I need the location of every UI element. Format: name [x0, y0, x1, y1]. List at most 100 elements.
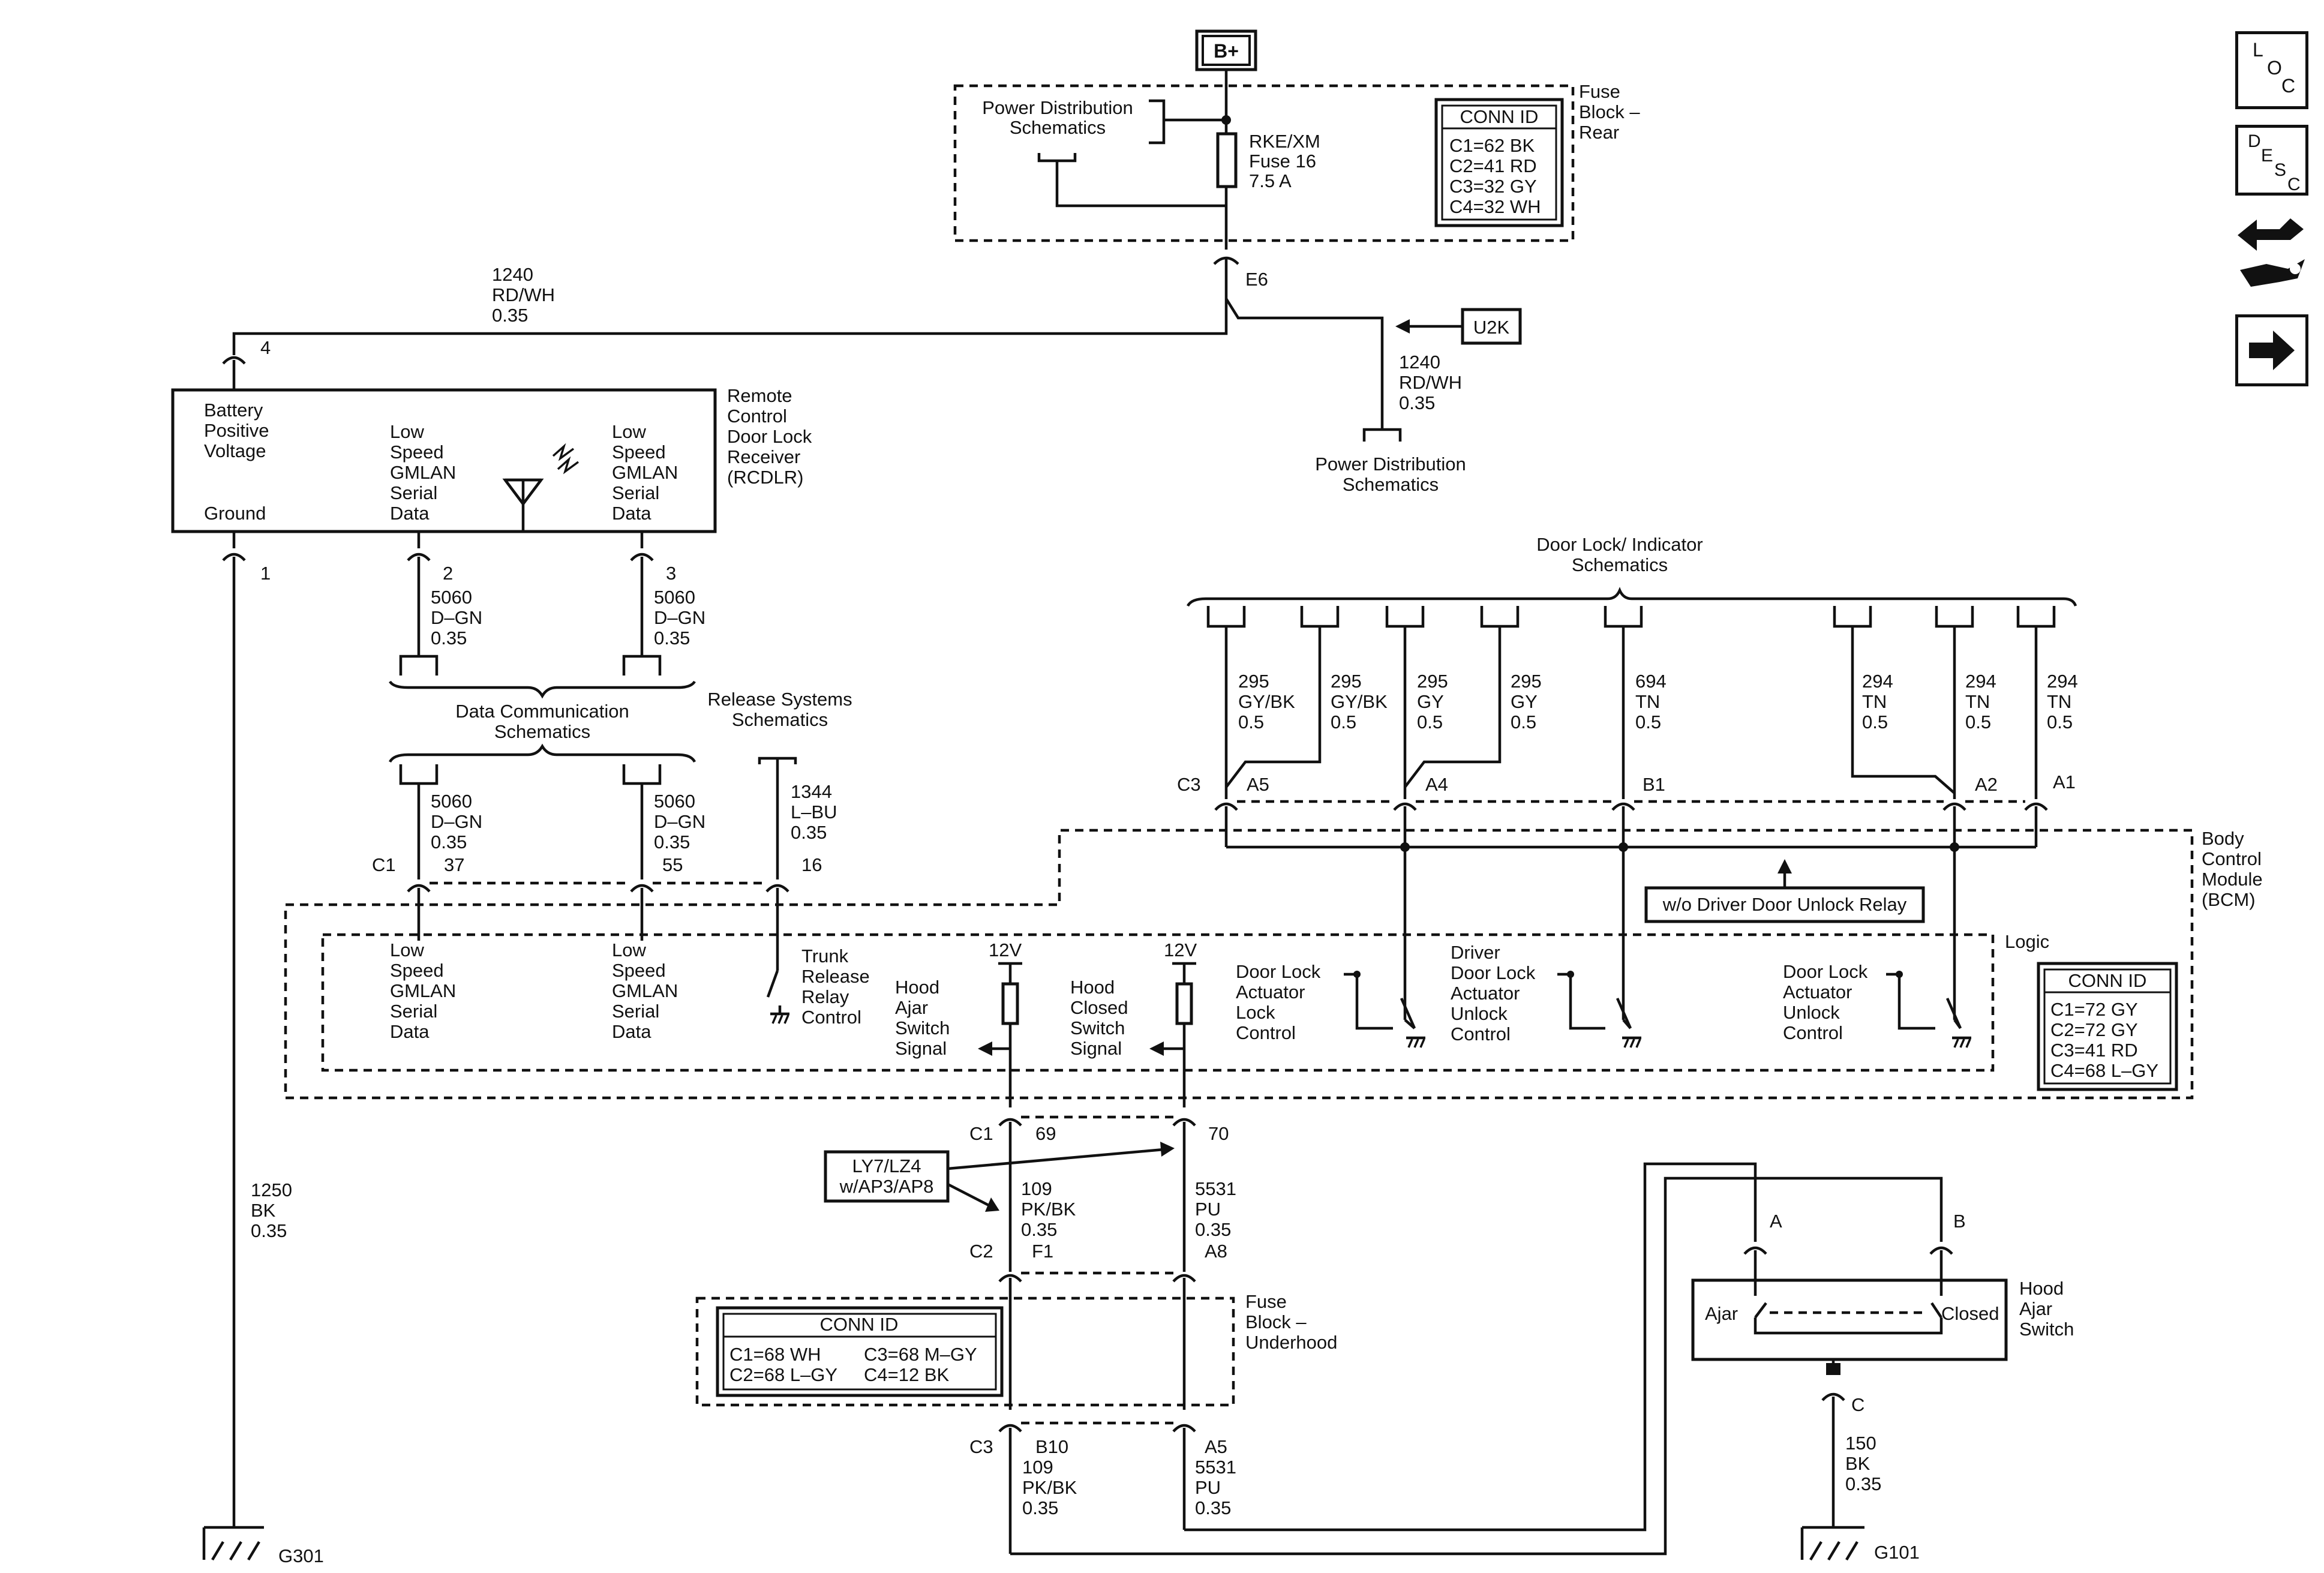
svg-text:PK/BK: PK/BK	[1021, 1199, 1076, 1220]
svg-text:C1=68 WH: C1=68 WH	[729, 1344, 821, 1365]
hood-pin-c-connector	[1821, 1392, 1845, 1401]
svg-text:TN: TN	[1965, 691, 1990, 712]
svg-text:0.5: 0.5	[1331, 712, 1356, 733]
svg-text:CONN ID: CONN ID	[820, 1314, 899, 1335]
svg-text:Schematics: Schematics	[494, 721, 590, 742]
wire-109-upper: 109 PK/BK 0.35	[1021, 1178, 1076, 1240]
svg-text:Fuse 16: Fuse 16	[1249, 151, 1316, 172]
desc-button[interactable]: D E S C	[2235, 125, 2308, 196]
svg-text:Trunk: Trunk	[801, 945, 849, 966]
svg-text:Underhood: Underhood	[1245, 1332, 1337, 1353]
pin-55-connector	[630, 884, 654, 893]
svg-text:1344: 1344	[791, 781, 832, 802]
svg-text:Control: Control	[727, 406, 787, 427]
ground-g301-icon	[202, 1526, 264, 1561]
svg-text:5531: 5531	[1195, 1457, 1236, 1478]
svg-text:Hood: Hood	[1070, 977, 1115, 998]
pin-70-label: 70	[1208, 1123, 1229, 1144]
svg-text:Door Lock: Door Lock	[1451, 962, 1536, 983]
svg-text:694: 694	[1635, 671, 1667, 692]
conn-id-bcm	[2037, 962, 2178, 1091]
ground-g101-icon	[1800, 1526, 1864, 1561]
repair-tools-icon[interactable]	[2233, 211, 2311, 295]
b-plus-label: B+	[1214, 40, 1239, 62]
ground-icon-driver-unlock	[1622, 1036, 1641, 1048]
svg-text:0.5: 0.5	[1511, 712, 1536, 733]
svg-text:TN: TN	[1862, 691, 1887, 712]
svg-text:PU: PU	[1195, 1477, 1221, 1498]
door-lock-unlock-control-label: Door Lock Actuator Unlock Control	[1783, 961, 1868, 1043]
pin-a5-lower-connector	[1172, 1424, 1196, 1433]
hood-pin-b-connector	[1929, 1246, 1953, 1255]
svg-text:Speed: Speed	[612, 442, 666, 463]
hood-pin-a-label: A	[1770, 1211, 1782, 1232]
rcdlr-name: Remote Control Door Lock Receiver (RCDLR…	[727, 385, 812, 488]
svg-text:Block –: Block –	[1245, 1311, 1307, 1332]
svg-text:0.35: 0.35	[1399, 392, 1435, 413]
bcm-gmlan-label-1: Low Speed GMLAN Serial Data	[390, 939, 456, 1042]
svg-text:Release Systems: Release Systems	[707, 689, 852, 710]
svg-text:0.35: 0.35	[431, 628, 467, 649]
svg-text:Body: Body	[2202, 828, 2244, 849]
svg-text:Data: Data	[612, 503, 651, 524]
pin-4-connector	[222, 356, 246, 365]
loc-letter-l: L	[2253, 39, 2263, 61]
rcdlr-battery-label: Battery Positive Voltage	[204, 400, 269, 461]
svg-text:0.5: 0.5	[1635, 712, 1661, 733]
svg-text:RKE/XM: RKE/XM	[1249, 131, 1320, 152]
svg-text:GY: GY	[1417, 691, 1444, 712]
bcm-outline	[284, 828, 2194, 1100]
svg-text:PK/BK: PK/BK	[1022, 1477, 1077, 1498]
svg-text:Control: Control	[1236, 1022, 1296, 1043]
svg-text:150: 150	[1845, 1433, 1876, 1454]
svg-text:0.35: 0.35	[431, 831, 467, 852]
door-lock-lock-control-label: Door Lock Actuator Lock Control	[1236, 961, 1321, 1043]
fuse-16-label: RKE/XM Fuse 16 7.5 A	[1249, 131, 1320, 191]
svg-text:Rear: Rear	[1579, 122, 1619, 143]
pin-69-label: 69	[1035, 1123, 1056, 1144]
svg-text:GY: GY	[1511, 691, 1538, 712]
hood-ajar-switch-box	[1691, 1278, 2008, 1361]
u2k-label: U2K	[1473, 317, 1510, 338]
svg-text:C3=32 GY: C3=32 GY	[1449, 176, 1537, 197]
svg-text:295: 295	[1331, 671, 1362, 692]
svg-text:Driver: Driver	[1451, 942, 1500, 963]
svg-text:Speed: Speed	[612, 960, 666, 981]
g301-label: G301	[278, 1545, 324, 1566]
svg-text:Schematics: Schematics	[1010, 117, 1106, 138]
svg-text:C1=72 GY: C1=72 GY	[2050, 999, 2138, 1020]
wo-relay-box	[1644, 886, 1925, 923]
wire-294-a: 294 TN 0.5	[1862, 671, 1893, 733]
svg-text:Serial: Serial	[612, 482, 659, 503]
svg-text:Data: Data	[390, 1021, 430, 1042]
svg-text:Signal: Signal	[895, 1038, 947, 1059]
svg-text:Control: Control	[801, 1007, 861, 1028]
svg-text:Voltage: Voltage	[204, 440, 266, 461]
svg-text:TN: TN	[1635, 691, 1660, 712]
driver-unlock-control-label: Driver Door Lock Actuator Unlock Control	[1451, 942, 1536, 1044]
closed-label: Closed	[1941, 1303, 1999, 1324]
g101-label: G101	[1874, 1542, 1920, 1563]
loc-button[interactable]: L O C	[2235, 31, 2308, 109]
pin-a4-label: A4	[1425, 774, 1448, 795]
pin-3-label: 3	[666, 563, 676, 584]
wire-1344: 1344 L–BU 0.35	[791, 781, 837, 843]
svg-text:RD/WH: RD/WH	[1399, 372, 1462, 393]
wire-150: 150 BK 0.35	[1845, 1433, 1881, 1494]
wire-1240-right: 1240 RD/WH 0.35	[1399, 352, 1462, 413]
pin-a4-connector	[1393, 802, 1417, 811]
wo-relay-label: w/o Driver Door Unlock Relay	[1662, 894, 1907, 915]
svg-text:D–GN: D–GN	[654, 811, 705, 832]
rcdlr-ground-label: Ground	[204, 503, 266, 524]
pin-1-connector	[222, 553, 246, 562]
next-arrow-button[interactable]	[2235, 314, 2308, 386]
wire-1250: 1250 BK 0.35	[251, 1179, 292, 1241]
svg-text:C2=68 L–GY: C2=68 L–GY	[729, 1364, 837, 1385]
svg-text:Hood: Hood	[2019, 1278, 2064, 1299]
pin-a8-connector	[1172, 1274, 1196, 1283]
wire-294-b: 294 TN 0.5	[1965, 671, 1996, 733]
ajar-label: Ajar	[1705, 1303, 1738, 1324]
svg-text:Positive: Positive	[204, 420, 269, 441]
svg-text:109: 109	[1021, 1178, 1052, 1199]
svg-text:Fuse: Fuse	[1579, 81, 1620, 102]
